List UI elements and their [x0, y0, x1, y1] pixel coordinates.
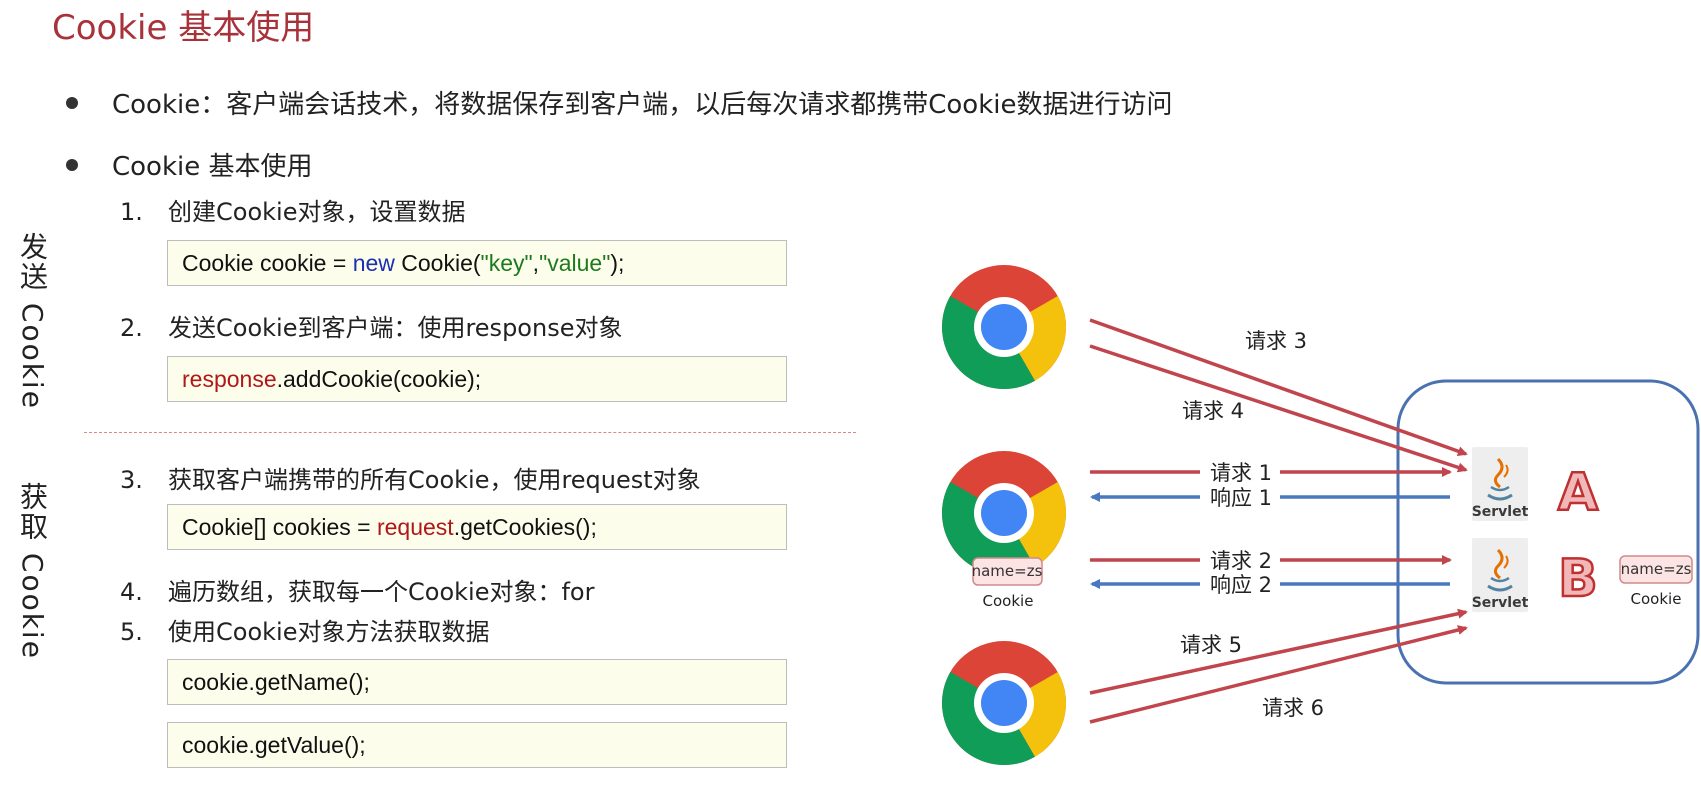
code-object-request: request [376, 514, 454, 540]
server-cookie-tag-text: name=zs [1621, 560, 1692, 578]
step-number: 1. [120, 198, 143, 226]
code-get-name: cookie.getName(); [167, 659, 787, 705]
code-token: Cookie( [394, 250, 481, 276]
step-2: 2. 发送Cookie到客户端：使用response对象 [120, 308, 622, 343]
arrow-request-6 [1089, 625, 1468, 724]
label-request-5: 请求 5 [1180, 633, 1242, 657]
code-token: .getCookies(); [453, 514, 597, 540]
code-get-cookies: Cookie[] cookies = request.getCookies(); [167, 504, 787, 550]
arrow-request-4 [1089, 344, 1468, 473]
code-token: .addCookie(cookie); [276, 366, 482, 392]
browser-chrome-icon [941, 265, 1067, 390]
step-number: 4. [120, 578, 143, 606]
label-request-2: 请求 2 [1210, 549, 1272, 573]
browser-chrome-icon [941, 641, 1067, 766]
label-request-4: 请求 4 [1182, 399, 1244, 423]
step-3: 3. 获取客户端携带的所有Cookie，使用request对象 [120, 460, 701, 495]
server-b-letter: B [1558, 549, 1598, 609]
servlet-a-label: Servlet [1472, 504, 1529, 520]
step-1: 1. 创建Cookie对象，设置数据 [120, 192, 465, 227]
code-create-cookie: Cookie cookie = new Cookie("key","value"… [167, 240, 787, 286]
label-response-2: 响应 2 [1210, 573, 1272, 597]
code-keyword-new: new [352, 250, 395, 276]
step-4: 4. 遍历数组，获取每一个Cookie对象：for [120, 572, 594, 607]
label-request-1: 请求 1 [1210, 461, 1272, 485]
bullet-text: Cookie 基本使用 [112, 152, 313, 182]
step-number: 5. [120, 618, 143, 646]
server-box [1396, 379, 1700, 685]
side-label-send: 发送 Cookie [16, 232, 49, 410]
step-text: 使用Cookie对象方法获取数据 [168, 618, 490, 646]
code-token: , [532, 250, 540, 276]
step-text: 遍历数组，获取每一个Cookie对象：for [168, 578, 595, 606]
label-request-6: 请求 6 [1262, 696, 1324, 720]
page-title: Cookie 基本使用 [52, 8, 315, 48]
servlet-b-label: Servlet [1472, 595, 1529, 611]
code-token: Cookie cookie = [182, 250, 353, 276]
code-string-key: "key" [480, 250, 533, 276]
code-add-cookie: response.addCookie(cookie); [167, 356, 787, 402]
bullet-dot-icon [66, 97, 78, 109]
label-response-1: 响应 1 [1210, 486, 1272, 510]
code-token: ); [610, 250, 625, 276]
step-number: 3. [120, 466, 143, 494]
code-string-value: "value" [539, 250, 611, 276]
browser-cookie-tag [972, 557, 1043, 586]
step-text: 获取客户端携带的所有Cookie，使用request对象 [168, 466, 701, 494]
section-divider [84, 432, 856, 433]
code-token: Cookie[] cookies = [182, 514, 377, 540]
browser-cookie-tag-text: name=zs [972, 562, 1043, 580]
step-text: 创建Cookie对象，设置数据 [168, 198, 466, 226]
label-request-3: 请求 3 [1245, 329, 1307, 353]
browser-chrome-icon [941, 451, 1067, 576]
arrow-request-5 [1089, 608, 1468, 695]
server-cookie-caption: Cookie [1631, 590, 1682, 608]
arrow-request-3 [1089, 318, 1468, 457]
step-5: 5. 使用Cookie对象方法获取数据 [120, 612, 489, 647]
browser-cookie-caption: Cookie [983, 592, 1034, 610]
side-label-get: 获取 Cookie [16, 482, 49, 660]
server-cookie-tag [1619, 555, 1693, 584]
bullet-dot-icon [66, 159, 78, 171]
step-number: 2. [120, 314, 143, 342]
code-get-value: cookie.getValue(); [167, 722, 787, 768]
code-object-response: response [182, 366, 277, 392]
step-text: 发送Cookie到客户端：使用response对象 [168, 314, 623, 342]
bullet-text: Cookie：客户端会话技术，将数据保存到客户端，以后每次请求都携带Cookie… [112, 90, 1173, 120]
server-a-letter: A [1558, 463, 1598, 523]
